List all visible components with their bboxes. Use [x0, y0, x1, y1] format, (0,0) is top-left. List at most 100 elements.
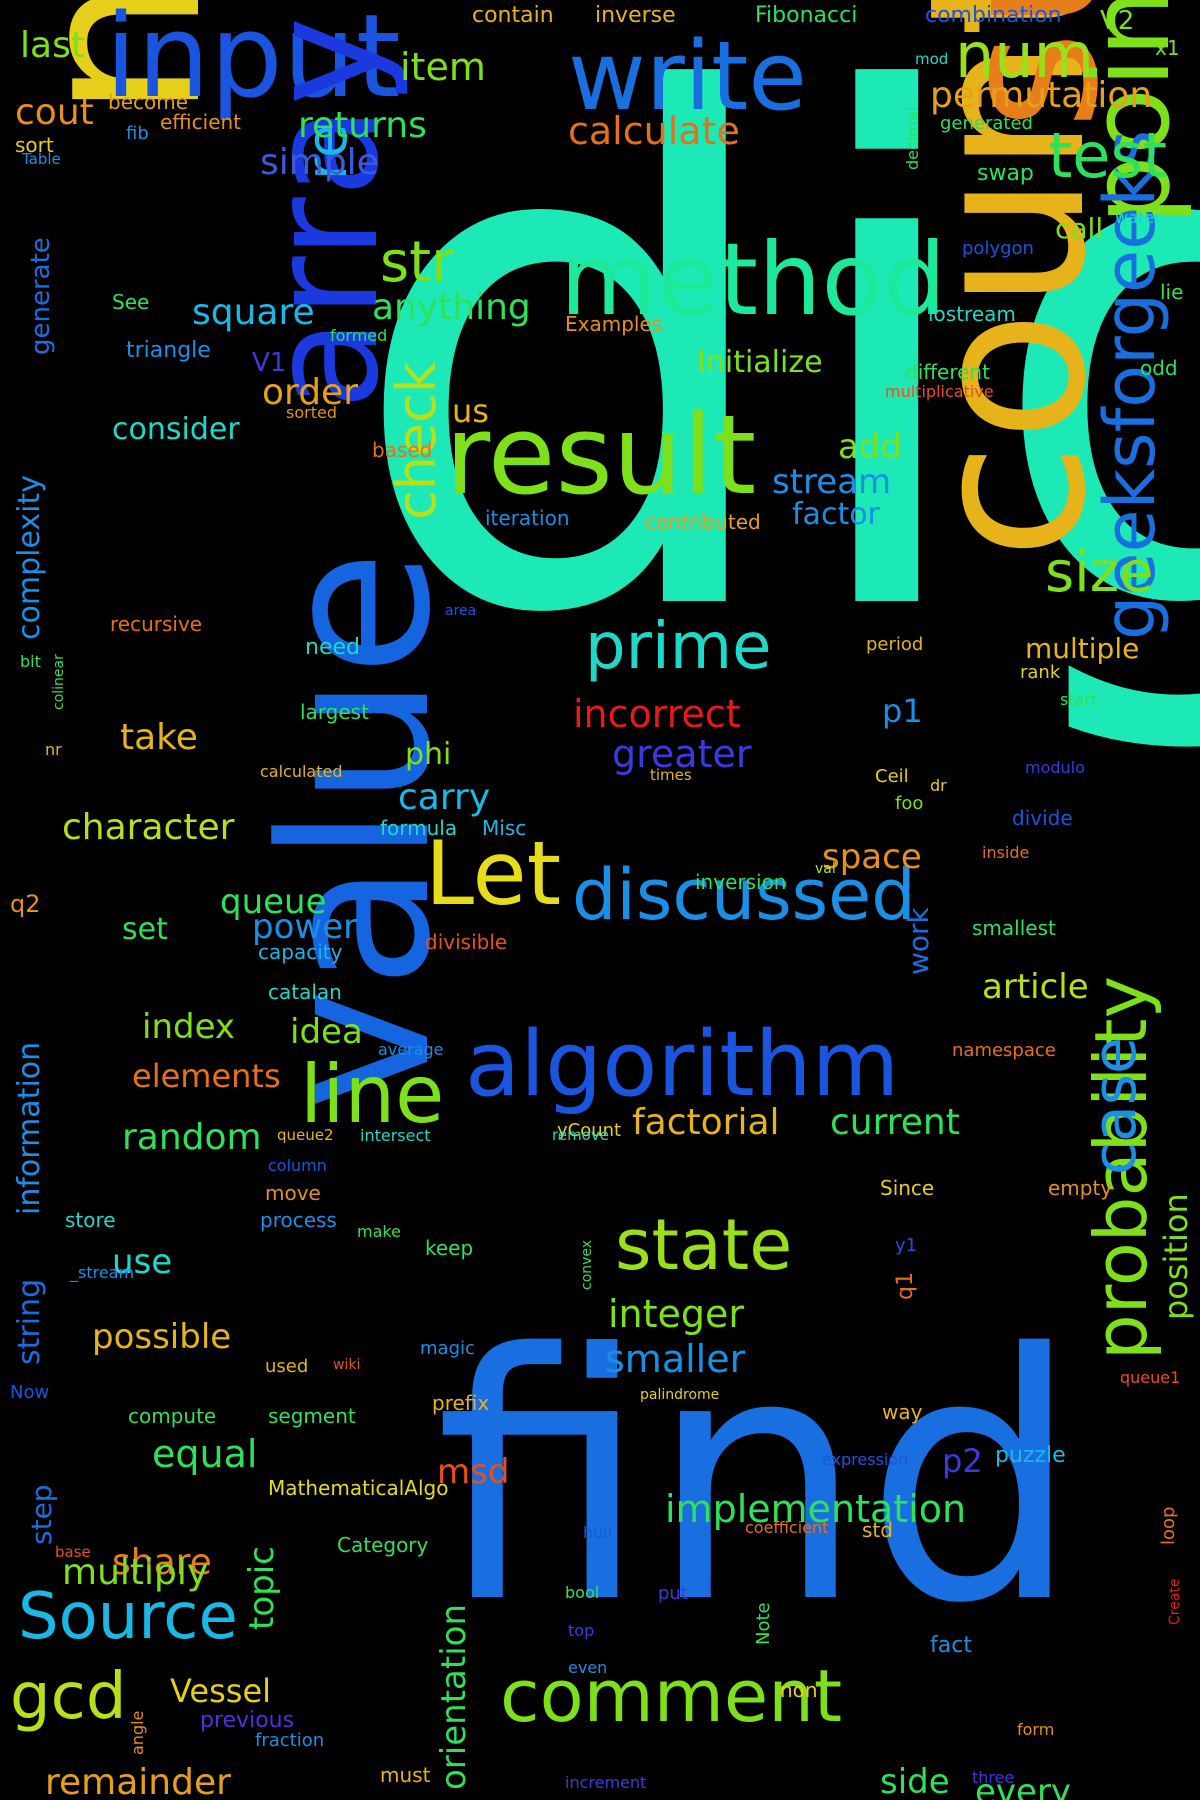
word-now: Now: [10, 1382, 50, 1403]
word-complexity: complexity: [12, 475, 47, 640]
word-remove: remove: [552, 1126, 609, 1144]
word-need: need: [305, 635, 360, 660]
word-modulo: modulo: [1025, 758, 1085, 777]
word-gcd: gcd: [10, 1660, 127, 1734]
word-divisible: divisible: [425, 930, 508, 954]
word-divide: divide: [1012, 806, 1073, 830]
word-share: share: [112, 1542, 212, 1583]
word-use: use: [112, 1242, 173, 1282]
word-hull: hull: [583, 1523, 613, 1542]
word-add: add: [838, 427, 902, 467]
word-smaller: smaller: [605, 1337, 746, 1381]
word-mod: mod: [915, 50, 949, 68]
word-v1: V1: [252, 348, 287, 378]
word-std: std: [862, 1518, 893, 1542]
word-colinear: colinear: [51, 654, 67, 710]
word-current: current: [830, 1102, 960, 1143]
word-remainder: remainder: [45, 1762, 231, 1800]
word-information: information: [12, 1041, 47, 1215]
word-queue1: queue1: [1120, 1368, 1181, 1387]
word-foo: foo: [895, 793, 924, 814]
word-even: even: [568, 1658, 608, 1677]
word-digit: digit: [345, 0, 1200, 767]
word-way: way: [882, 1400, 923, 1424]
word-misc: Misc: [482, 816, 527, 840]
word-queue2: queue2: [277, 1126, 334, 1144]
word-empty: empty: [1048, 1176, 1113, 1200]
word-space: space: [822, 837, 922, 877]
word-note: Note: [753, 1602, 774, 1645]
word-convex: convex: [579, 1239, 595, 1290]
word-iteration: iteration: [485, 506, 570, 530]
word-size: size: [1045, 540, 1154, 605]
word-mathematicalalgo: MathematicalAlgo: [268, 1476, 449, 1500]
word-angle: angle: [128, 1710, 147, 1755]
word-sort: sort: [15, 133, 54, 157]
word-string: string: [12, 1278, 47, 1365]
word-find: find: [435, 1282, 1081, 1678]
word-iostream: iostream: [928, 302, 1016, 326]
word-category: Category: [337, 1533, 429, 1557]
word-formed: formed: [330, 326, 388, 345]
word-create: Create: [1167, 1578, 1183, 1625]
word-ycount: yCount: [557, 1120, 622, 1141]
word-make: make: [357, 1222, 401, 1241]
word-integer: integer: [608, 1292, 745, 1336]
word-multiply: multiply: [62, 1552, 209, 1593]
word-catalan: catalan: [268, 980, 342, 1004]
word-base: base: [55, 1543, 91, 1561]
word-work: work: [902, 907, 935, 975]
word-queue: queue: [220, 882, 327, 922]
word-largest: largest: [300, 700, 369, 724]
word-idea: idea: [290, 1012, 363, 1052]
word-vessel: Vessel: [170, 1672, 272, 1710]
word-calculate: calculate: [568, 109, 740, 153]
word-water: water: [1115, 208, 1161, 227]
word-calculated: calculated: [260, 762, 343, 781]
word-smallest: smallest: [972, 916, 1056, 940]
word-initialize: Initialize: [697, 345, 823, 380]
word-incorrect: incorrect: [573, 692, 741, 736]
word-simple: simple: [260, 142, 379, 183]
word-comment: comment: [500, 1654, 843, 1738]
word-topic: topic: [242, 1546, 282, 1630]
word-algorithm: algorithm: [465, 1012, 900, 1117]
word-character: character: [62, 807, 235, 848]
word-elements: elements: [132, 1057, 281, 1095]
word-q2: q2: [10, 890, 41, 918]
word-fraction: fraction: [255, 1730, 325, 1751]
word-prefix: prefix: [432, 1391, 490, 1415]
word-last: last: [20, 25, 85, 66]
word-method: method: [560, 221, 947, 338]
word-increment: increment: [565, 1773, 647, 1792]
word-power: power: [252, 907, 358, 947]
word-item: item: [400, 45, 486, 89]
word-contain: contain: [472, 3, 554, 28]
word-side: side: [880, 1762, 950, 1800]
word-val: val: [815, 861, 836, 877]
word-consider: consider: [112, 412, 240, 447]
word-p1: p1: [882, 692, 923, 730]
word-efficient: efficient: [160, 110, 242, 134]
word-fib: fib: [126, 123, 149, 144]
word-position: position: [1157, 1193, 1195, 1320]
word-sorted: sorted: [286, 403, 337, 422]
word-test: test: [1048, 119, 1168, 192]
word-implementation: implementation: [665, 1487, 967, 1531]
word-prime: prime: [585, 610, 772, 684]
word-start: start: [1060, 690, 1098, 709]
word-dr: dr: [930, 776, 947, 795]
word-discussed: discussed: [572, 854, 916, 936]
word-non: non: [780, 1678, 818, 1702]
word-three: three: [972, 1768, 1015, 1787]
word-line: line: [300, 1048, 445, 1141]
word-lie: lie: [1160, 280, 1184, 304]
word-factor: factor: [792, 497, 880, 532]
word-q1: q1: [893, 1272, 918, 1300]
word-anything: anything: [372, 287, 531, 328]
word-area: area: [445, 603, 477, 619]
word-contributed: contributed: [645, 510, 761, 534]
word-bit: bit: [20, 652, 41, 671]
word-inside: inside: [982, 843, 1030, 862]
word-fact: fact: [930, 1633, 972, 1658]
